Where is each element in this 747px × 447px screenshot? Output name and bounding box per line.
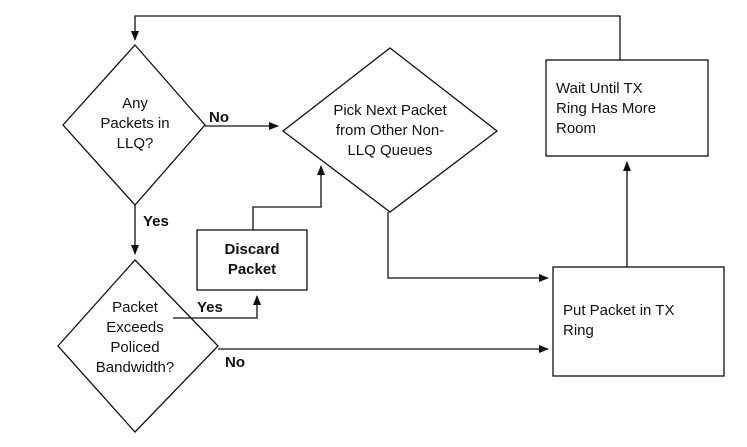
- edge-label-exceeds-yes: Yes: [197, 299, 223, 316]
- connector-discard-to-pick: [252, 165, 325, 230]
- connector-exceeds-yes-to-discard: [173, 295, 261, 319]
- edge-label-exceeds-no: No: [225, 354, 245, 371]
- edge-label-llq-no: No: [209, 109, 229, 126]
- process-put-packet-tx: [552, 266, 725, 377]
- decision-pick-next-packet: [281, 47, 499, 213]
- label-discard-packet: Discard Packet: [224, 241, 280, 278]
- decision-packet-exceeds: [57, 259, 219, 433]
- label-put-packet-tx: Put Packet in TX Ring: [563, 302, 675, 339]
- label-packet-exceeds: Packet Exceeds Policed Bandwidth?: [95, 299, 175, 376]
- label-pick-next-packet: Pick Next Packet from Other Non- LLQ Que…: [333, 102, 447, 159]
- process-discard-packet: [196, 229, 308, 291]
- label-any-packets-llq: Any Packets in LLQ?: [100, 95, 170, 152]
- connector-wait-to-llq: [131, 15, 621, 60]
- process-wait-until-tx: [545, 59, 709, 157]
- connector-pick-to-put: [387, 212, 549, 282]
- edge-label-llq-yes: Yes: [143, 213, 169, 230]
- label-wait-until-tx: Wait Until TX Ring Has More Room: [556, 80, 657, 137]
